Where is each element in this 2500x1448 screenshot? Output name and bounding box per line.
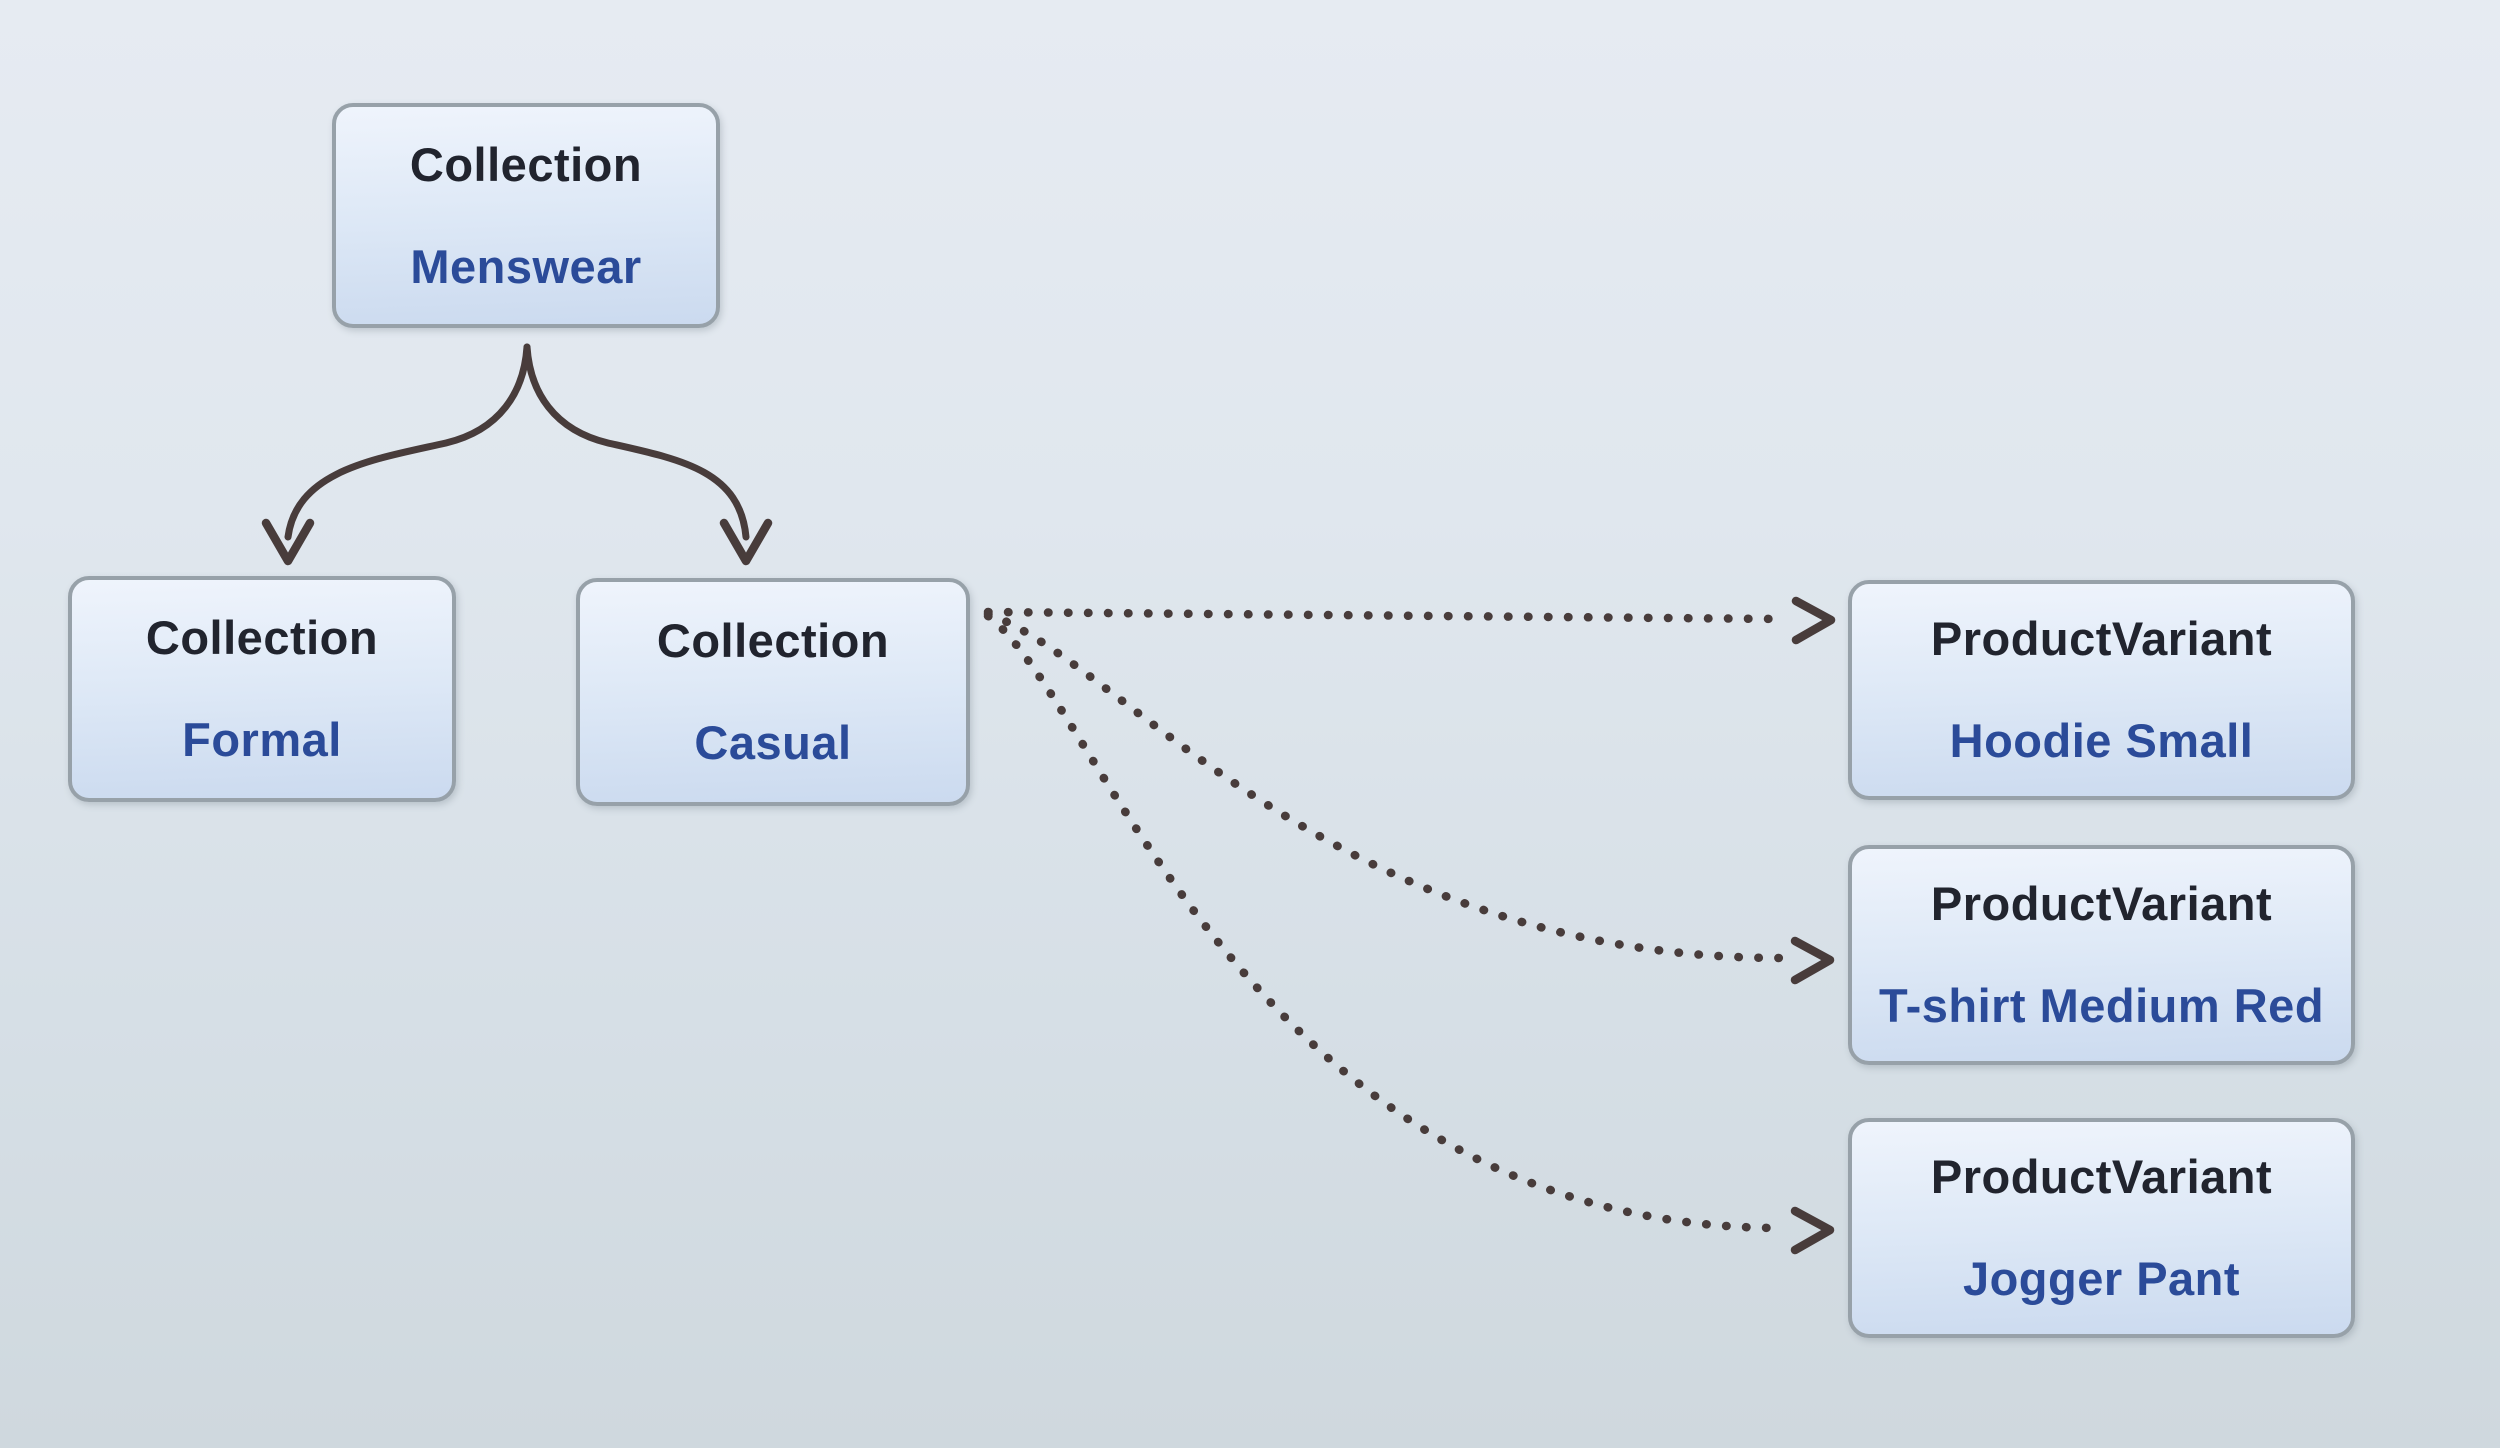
node-productvariant-hoodie-small: ProductVariant Hoodie Small — [1848, 580, 2355, 800]
node-name-label: Casual — [694, 716, 852, 769]
arrowhead-right-icon — [1790, 936, 1835, 985]
node-collection-menswear: Collection Menswear — [332, 103, 720, 328]
node-type-label: Collection — [409, 137, 643, 191]
node-name-label: T-shirt Medium Red — [1878, 979, 2325, 1032]
node-type-label: Collection — [145, 611, 379, 664]
node-type-label: ProductVariant — [1930, 612, 2273, 665]
node-name-label: Jogger Pant — [1962, 1252, 2241, 1305]
node-collection-casual: Collection Casual — [576, 578, 970, 806]
node-name-label: Formal — [182, 713, 342, 766]
node-type-label: Collection — [656, 614, 890, 667]
arrowhead-right-icon — [1791, 596, 1836, 645]
arrowhead-down-icon — [719, 518, 773, 566]
edge-casual-to-hoodie-small — [983, 596, 1836, 645]
arrowhead-right-icon — [1790, 1206, 1835, 1255]
node-productvariant-tshirt-medium-red: ProductVariant T-shirt Medium Red — [1848, 845, 2355, 1065]
edge-menswear-to-casual — [523, 343, 773, 566]
node-productvariant-jogger-pant: ProductVariant Jogger Pant — [1848, 1118, 2355, 1338]
node-type-label: ProductVariant — [1930, 877, 2273, 930]
node-type-label: ProductVariant — [1930, 1150, 2273, 1203]
node-name-label: Hoodie Small — [1949, 714, 2254, 767]
edge-menswear-to-formal — [261, 343, 531, 566]
node-name-label: Menswear — [410, 239, 642, 293]
arrowhead-down-icon — [261, 518, 315, 566]
edge-casual-to-tshirt-medium-red — [983, 609, 1835, 985]
edge-casual-to-jogger-pant — [983, 611, 1835, 1255]
node-collection-formal: Collection Formal — [68, 576, 456, 802]
